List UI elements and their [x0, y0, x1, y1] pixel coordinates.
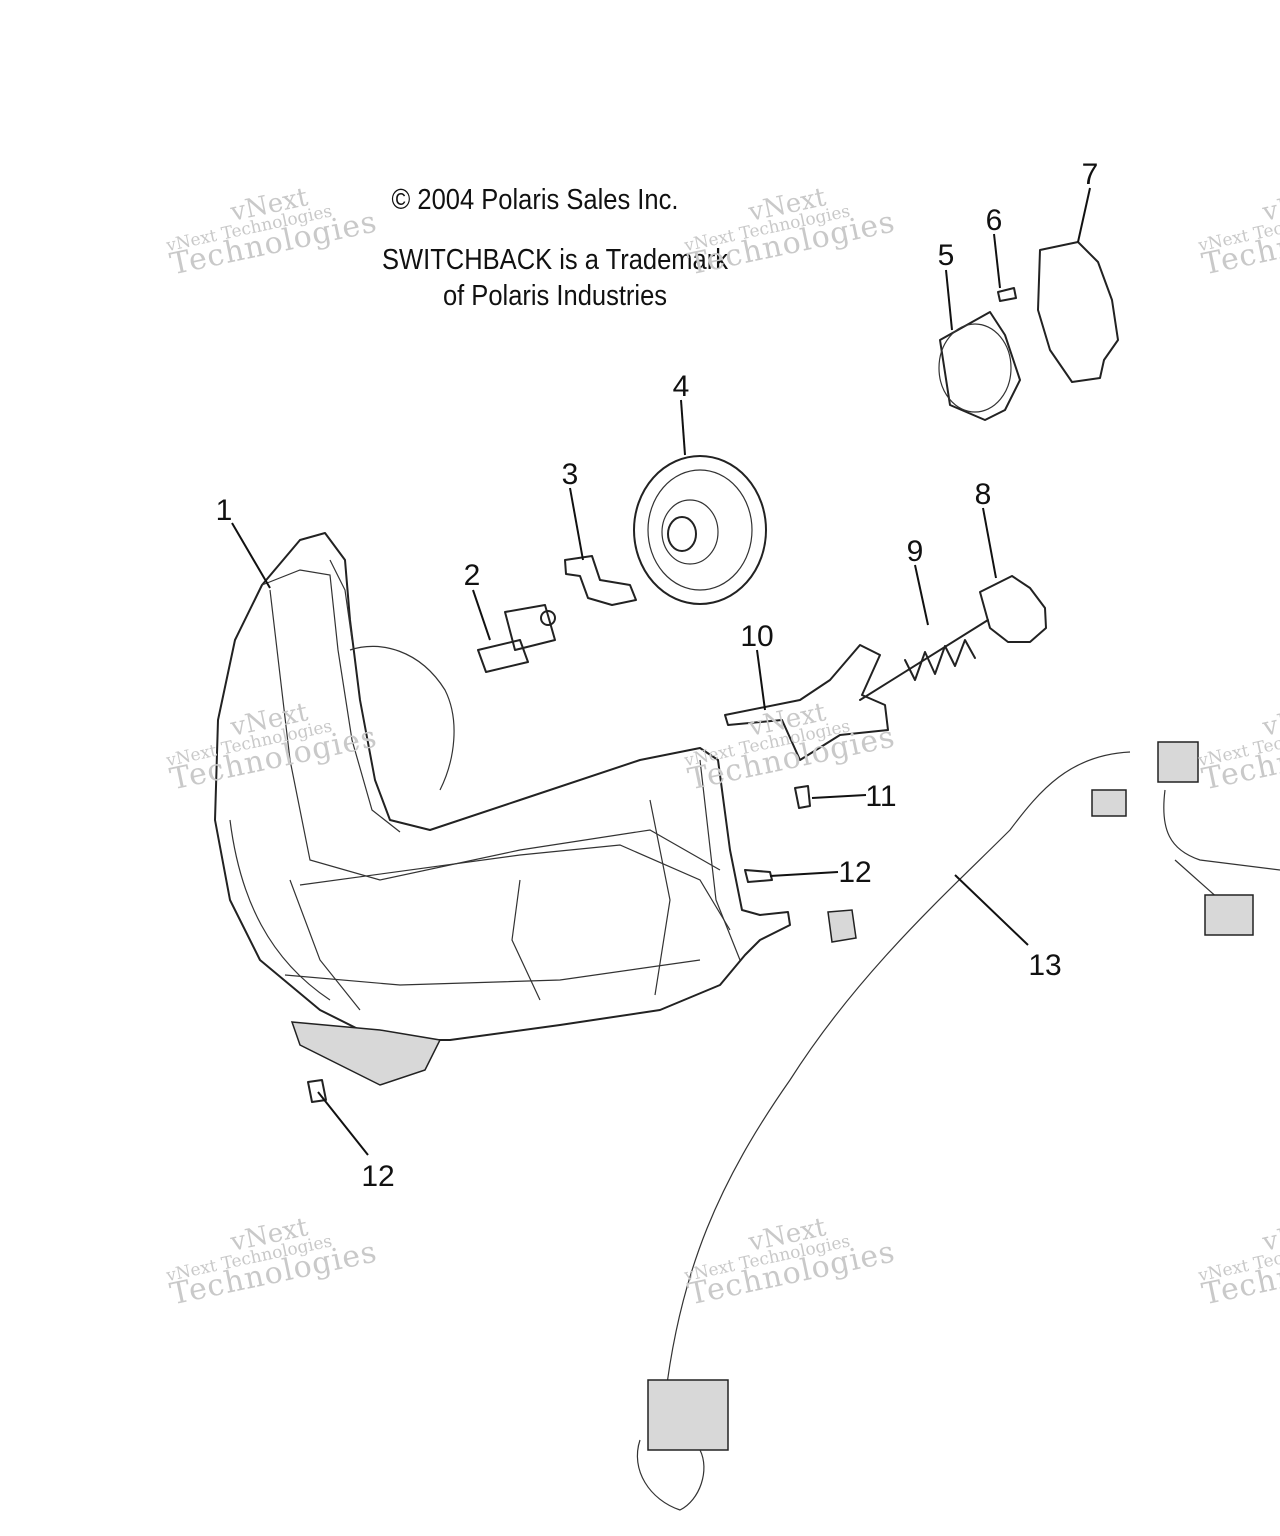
callout-8: 8 — [975, 478, 992, 511]
screw-12-upper — [744, 869, 773, 883]
screw-6 — [997, 287, 1017, 302]
callout-5: 5 — [938, 239, 955, 272]
copyright-text: © 2004 Polaris Sales Inc. — [391, 184, 679, 216]
retaining-clip — [564, 555, 637, 606]
callout-11: 11 — [865, 780, 896, 813]
callout-13: 13 — [1028, 949, 1061, 982]
callout-9: 9 — [907, 535, 924, 568]
adjuster-knob — [979, 575, 1047, 643]
callout-2: 2 — [464, 559, 481, 592]
gasket — [1037, 241, 1119, 383]
callout-12-upper: 12 — [838, 856, 871, 889]
screw-12-lower — [307, 1079, 327, 1103]
adjuster-spring — [859, 619, 989, 701]
callout-10: 10 — [740, 620, 773, 653]
trademark-line-1: SWITCHBACK is a Trademark — [381, 244, 729, 276]
bulb-cover — [938, 311, 1021, 421]
bulb — [477, 604, 556, 673]
wiring-harness — [636, 741, 1280, 1511]
callout-6: 6 — [986, 204, 1003, 237]
callout-12-lower: 12 — [361, 1160, 394, 1193]
callout-3: 3 — [562, 458, 579, 491]
screw-11 — [794, 785, 811, 809]
clip-nut — [827, 909, 857, 943]
reflector-seal — [633, 455, 767, 605]
headlight-housing — [214, 532, 791, 1086]
callout-4: 4 — [673, 370, 690, 403]
callout-1: 1 — [216, 494, 233, 527]
callout-7: 7 — [1082, 158, 1099, 191]
trademark-line-2: of Polaris Industries — [442, 280, 668, 312]
adjuster-bracket — [724, 644, 889, 761]
